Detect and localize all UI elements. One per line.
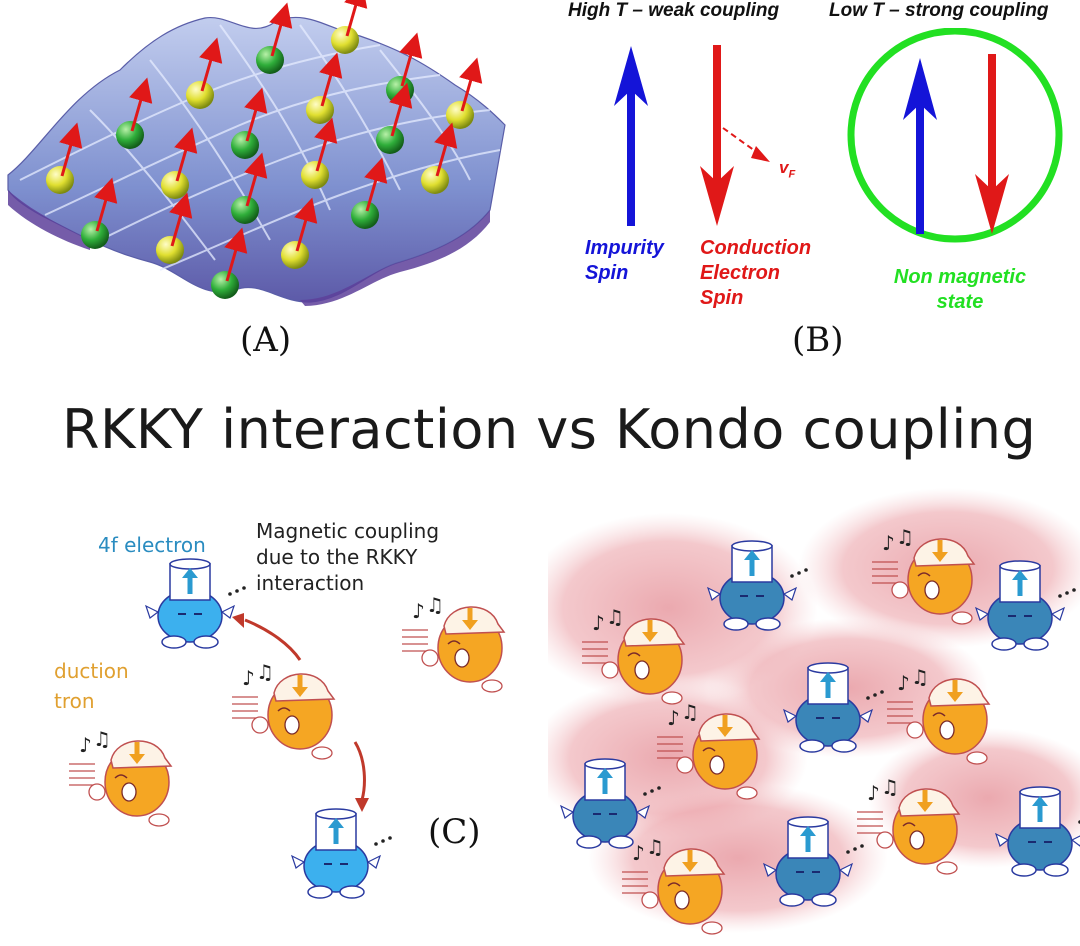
lattice-sphere bbox=[156, 236, 184, 264]
f-electron-character bbox=[782, 662, 884, 753]
f-electron-character bbox=[974, 560, 1076, 651]
lattice-sphere bbox=[256, 46, 284, 74]
lattice-sphere bbox=[331, 26, 359, 54]
f-electron-character bbox=[994, 786, 1080, 877]
spin-arrow bbox=[364, 157, 388, 212]
lattice-sphere bbox=[81, 221, 109, 249]
svg-text:♫: ♫ bbox=[881, 775, 899, 799]
lattice-sphere bbox=[281, 241, 309, 269]
impurity-spin-label: Impurity Spin bbox=[585, 237, 664, 284]
svg-text:♪: ♪ bbox=[667, 706, 680, 730]
paired-spin-down-arrow bbox=[975, 54, 1009, 234]
svg-text:♫: ♫ bbox=[606, 605, 624, 629]
conduction-electron-character: ♪♫ bbox=[582, 605, 686, 705]
panel-a-lattice-illustration bbox=[7, 0, 506, 306]
f-electron-character bbox=[559, 758, 661, 849]
svg-text:♪: ♪ bbox=[882, 531, 895, 555]
non-magnetic-label: Non magnetic state bbox=[893, 266, 1027, 313]
page-title: RKKY interaction vs Kondo coupling bbox=[62, 398, 1037, 461]
svg-text:♫: ♫ bbox=[93, 727, 111, 751]
conduction-electron-label: duction tron bbox=[54, 659, 129, 713]
conduction-spin-down-arrow bbox=[700, 45, 734, 226]
singlet-circle bbox=[847, 28, 1063, 243]
lattice-sphere bbox=[186, 81, 214, 109]
lattice-sphere bbox=[161, 171, 189, 199]
conduction-electron-character: ♪♫ bbox=[402, 593, 506, 693]
fermi-velocity-arrow bbox=[722, 127, 770, 162]
lattice-sphere bbox=[351, 201, 379, 229]
lattice-sphere bbox=[116, 121, 144, 149]
conduction-electron-character: ♪♫ bbox=[622, 835, 726, 935]
spin-arrow bbox=[169, 192, 193, 247]
svg-text:♪: ♪ bbox=[412, 599, 425, 623]
spin-arrow bbox=[319, 52, 343, 107]
spin-arrow bbox=[459, 57, 483, 112]
panel-a-label: (A) bbox=[240, 320, 292, 360]
svg-text:♫: ♫ bbox=[911, 665, 929, 689]
spin-arrow bbox=[199, 37, 223, 92]
conduction-electron-character: ♪♫ bbox=[232, 660, 336, 760]
conduction-spin-label: Conduction Electron Spin bbox=[700, 237, 812, 309]
svg-text:♪: ♪ bbox=[79, 733, 92, 757]
conduction-electron-character: ♪♫ bbox=[69, 727, 173, 827]
lattice-sphere bbox=[376, 126, 404, 154]
spin-arrow bbox=[344, 0, 368, 37]
svg-text:♪: ♪ bbox=[867, 781, 880, 805]
rkky-coupling-label: Magnetic coupling due to the RKKY intera… bbox=[256, 519, 440, 595]
lattice-sphere bbox=[301, 161, 329, 189]
spin-arrow bbox=[94, 177, 118, 232]
lattice-sphere bbox=[211, 271, 239, 299]
svg-text:♫: ♫ bbox=[896, 525, 914, 549]
conduction-electron-character: ♪♫ bbox=[857, 775, 961, 875]
spin-arrow bbox=[294, 197, 318, 252]
impurity-spin-up-arrow bbox=[614, 46, 648, 226]
spin-arrow bbox=[59, 122, 83, 177]
panel-b-label: (B) bbox=[792, 320, 844, 360]
spin-arrow bbox=[389, 82, 413, 137]
spin-arrow bbox=[244, 87, 268, 142]
vf-label: vF bbox=[779, 158, 796, 181]
f-electron-character bbox=[144, 558, 246, 649]
conduction-electron-character: ♪♫ bbox=[872, 525, 976, 625]
lattice-sphere bbox=[421, 166, 449, 194]
lattice-sphere bbox=[46, 166, 74, 194]
f-electron-character bbox=[290, 808, 392, 899]
f-electron-character bbox=[706, 540, 808, 631]
conduction-electron-character: ♪♫ bbox=[657, 700, 761, 800]
svg-text:♫: ♫ bbox=[681, 700, 699, 724]
paired-spin-up-arrow bbox=[903, 58, 937, 234]
spin-arrow bbox=[434, 122, 458, 177]
svg-text:♫: ♫ bbox=[426, 593, 444, 617]
spin-arrow bbox=[314, 117, 338, 172]
spin-arrow bbox=[174, 127, 198, 182]
high-t-label: High T – weak coupling bbox=[568, 0, 780, 21]
svg-text:♫: ♫ bbox=[256, 660, 274, 684]
f-electron-character bbox=[762, 816, 864, 907]
svg-text:♪: ♪ bbox=[897, 671, 910, 695]
spin-arrow bbox=[129, 77, 153, 132]
svg-text:♪: ♪ bbox=[632, 841, 645, 865]
spin-arrow bbox=[269, 2, 293, 57]
svg-text:♪: ♪ bbox=[242, 666, 255, 690]
conduction-electron-character: ♪♫ bbox=[887, 665, 991, 765]
spin-arrow bbox=[399, 32, 423, 87]
lattice-sphere bbox=[231, 131, 259, 159]
spin-arrow bbox=[224, 227, 248, 282]
lattice-sphere bbox=[306, 96, 334, 124]
panel-b-spin-diagram bbox=[614, 28, 1063, 243]
panel-c-label: (C) bbox=[428, 812, 481, 852]
4f-electron-label: 4f electron bbox=[98, 533, 206, 557]
spin-arrow bbox=[244, 152, 268, 207]
svg-text:♫: ♫ bbox=[646, 835, 664, 859]
lattice-sphere bbox=[446, 101, 474, 129]
svg-text:♪: ♪ bbox=[592, 611, 605, 635]
low-t-label: Low T – strong coupling bbox=[829, 0, 1049, 21]
lattice-sphere bbox=[231, 196, 259, 224]
